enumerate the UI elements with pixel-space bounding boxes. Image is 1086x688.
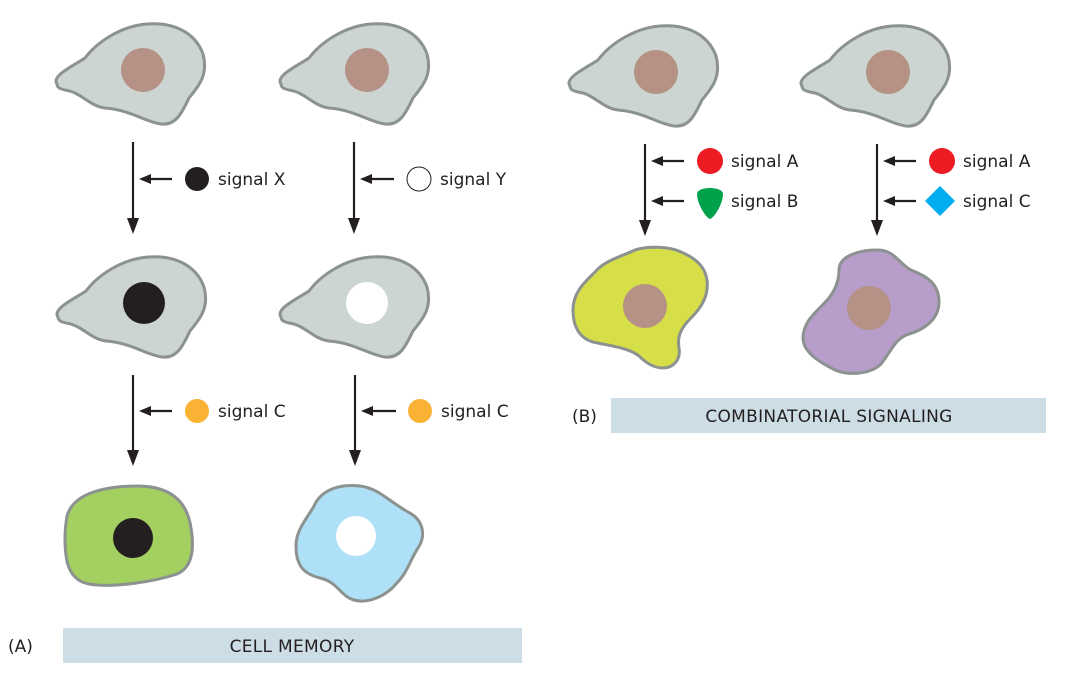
cell-nucleus: [866, 50, 910, 94]
left-arrow-icon: [139, 406, 151, 416]
signal-a-entry: signal A: [651, 148, 799, 174]
start-cell: [278, 22, 430, 126]
signal-c-icon: [185, 399, 209, 423]
cell-nucleus: [123, 282, 165, 324]
start-cell: [799, 24, 951, 128]
left-arrow-icon: [883, 156, 895, 166]
cell-nucleus: [121, 48, 165, 92]
panel-a-letter: (A): [8, 637, 33, 657]
down-arrow: [127, 375, 139, 466]
cell-nucleus: [623, 284, 667, 328]
panel-b-column-1: signal A signal B: [567, 24, 799, 370]
cell-nucleus: [346, 282, 388, 324]
panel-a-title: CELL MEMORY: [230, 637, 355, 657]
middle-cell: [55, 255, 207, 359]
panel-a-column-2: signal Y signal C: [278, 22, 509, 603]
signal-label: signal X: [218, 170, 286, 190]
start-cell: [54, 22, 206, 126]
start-cell: [567, 24, 719, 128]
panel-b-letter: (B): [572, 407, 597, 427]
down-arrow: [127, 142, 139, 234]
left-arrow-icon: [883, 196, 895, 206]
cell-nucleus: [345, 48, 389, 92]
panel-a: signal X signal C: [8, 22, 522, 663]
cell-nucleus: [847, 286, 891, 330]
signal-label: signal C: [218, 402, 286, 422]
signal-x-icon: [185, 167, 209, 191]
middle-cell: [278, 255, 430, 359]
signal-b-entry: signal B: [651, 188, 798, 219]
signal-label: signal C: [441, 402, 509, 422]
panel-b-title: COMBINATORIAL SIGNALING: [705, 407, 952, 427]
panel-b: signal A signal B: [567, 24, 1046, 433]
end-cell: [294, 484, 425, 603]
signal-x-entry: signal X: [139, 167, 286, 191]
signal-a-entry: signal A: [883, 148, 1031, 174]
signal-c-entry: signal C: [361, 399, 509, 423]
panel-a-column-1: signal X signal C: [54, 22, 286, 587]
signal-c-icon: [408, 399, 432, 423]
cell-nucleus: [113, 518, 153, 558]
signal-a-icon: [697, 148, 723, 174]
panel-b-column-2: signal A signal C: [799, 24, 1031, 375]
signal-y-icon: [406, 166, 432, 192]
left-arrow-icon: [651, 156, 663, 166]
left-arrow-icon: [651, 196, 663, 206]
end-cell: [63, 484, 194, 587]
cell-nucleus: [336, 516, 376, 556]
signal-c-entry: signal C: [883, 186, 1031, 216]
signal-y-entry: signal Y: [360, 166, 507, 192]
signal-b-icon: [697, 188, 723, 219]
panel-a-title-banner: [63, 628, 522, 663]
signal-label: signal Y: [440, 170, 507, 190]
end-cell: [571, 245, 709, 370]
down-arrow: [639, 144, 651, 236]
down-arrow: [348, 142, 360, 234]
signal-label: signal B: [731, 192, 798, 212]
signal-label: signal A: [963, 152, 1031, 172]
signal-label: signal A: [731, 152, 799, 172]
signal-label: signal C: [963, 192, 1031, 212]
down-arrow: [349, 375, 361, 466]
cell-nucleus: [634, 50, 678, 94]
left-arrow-icon: [361, 406, 373, 416]
signal-c-diamond-icon: [925, 186, 955, 216]
end-cell: [801, 248, 941, 375]
down-arrow: [871, 144, 883, 236]
panel-b-title-banner: [611, 398, 1046, 433]
left-arrow-icon: [139, 174, 151, 184]
signal-a-icon: [929, 148, 955, 174]
signal-c-entry: signal C: [139, 399, 286, 423]
left-arrow-icon: [360, 174, 372, 184]
